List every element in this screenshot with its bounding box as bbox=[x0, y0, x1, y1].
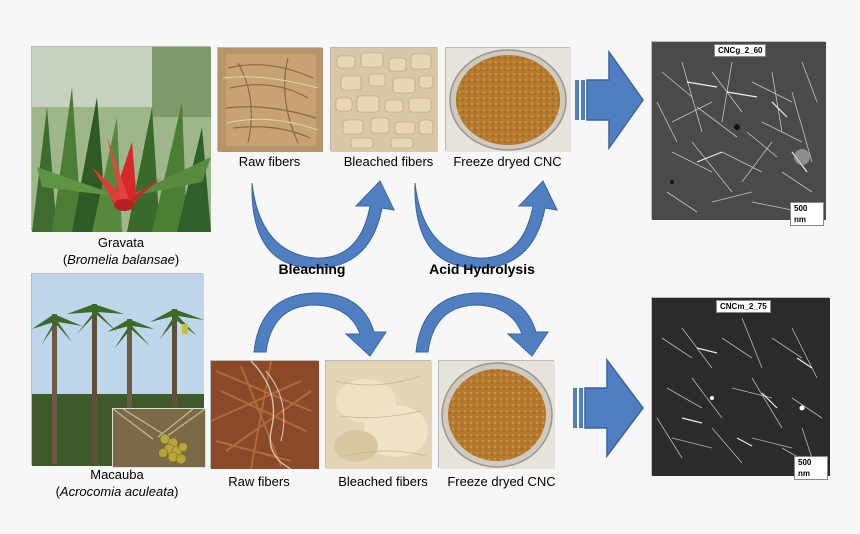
bleaching-curved-arrow-bottom bbox=[253, 292, 387, 357]
macauba-tem-tag: CNCm_2_75 bbox=[716, 300, 771, 313]
macauba-bleached-fibers-label: Bleached fibers bbox=[338, 474, 428, 489]
macauba-raw-fibers-photo bbox=[210, 360, 319, 470]
macauba-scale-bar: 500 nm bbox=[794, 456, 828, 480]
macauba-freeze-dried-cnc-label: Freeze dryed CNC bbox=[447, 474, 556, 489]
gravata-scientific-text: Bromelia balansae bbox=[67, 252, 175, 267]
macauba-scientific-text: Acrocomia aculeata bbox=[59, 484, 175, 499]
gravata-scientific-name: (Bromelia balansae) bbox=[62, 252, 180, 267]
arrow-right-icon bbox=[573, 357, 644, 459]
macauba-fruit-inset bbox=[112, 408, 206, 468]
gravata-freeze-dried-cnc-label: Freeze dryed CNC bbox=[453, 154, 562, 169]
macauba-tem-image: CNCm_2_75 500 nm bbox=[651, 297, 830, 480]
gravata-tem-tag: CNCg_2_60 bbox=[714, 44, 767, 57]
arrow-right-icon bbox=[575, 49, 644, 151]
hydrolysis-curved-arrow-top bbox=[414, 180, 558, 269]
gravata-plant-photo bbox=[31, 46, 211, 232]
gravata-scale-bar: 500 nm bbox=[790, 202, 824, 226]
bleaching-curved-arrow-top bbox=[251, 180, 395, 269]
gravata-species-label: Gravata (Bromelia balansae) bbox=[21, 234, 221, 268]
gravata-bleached-fibers-label: Bleached fibers bbox=[343, 154, 434, 169]
macauba-bleached-fibers-photo bbox=[325, 360, 432, 469]
macauba-scientific-name: (Acrocomia aculeata) bbox=[55, 484, 179, 499]
macauba-raw-fibers-label: Raw fibers bbox=[228, 474, 290, 489]
macauba-freeze-dried-cnc-photo bbox=[438, 360, 555, 469]
macauba-common-name: Macauba bbox=[90, 467, 144, 482]
gravata-tem-image: CNCg_2_60 500 nm bbox=[651, 41, 826, 226]
gravata-common-name: Gravata bbox=[97, 235, 145, 250]
gravata-freeze-dried-cnc-photo bbox=[445, 47, 571, 152]
acid-hydrolysis-label: Acid Hydrolysis bbox=[429, 261, 535, 277]
gravata-bleached-fibers-photo bbox=[330, 47, 438, 152]
hydrolysis-curved-arrow-bottom bbox=[415, 292, 549, 357]
macauba-palm-photo bbox=[31, 273, 206, 468]
gravata-raw-fibers-photo bbox=[217, 47, 323, 152]
bleaching-label: Bleaching bbox=[278, 261, 346, 277]
gravata-raw-fibers-label: Raw fibers bbox=[238, 154, 301, 169]
macauba-species-label: Macauba (Acrocomia aculeata) bbox=[17, 466, 217, 500]
